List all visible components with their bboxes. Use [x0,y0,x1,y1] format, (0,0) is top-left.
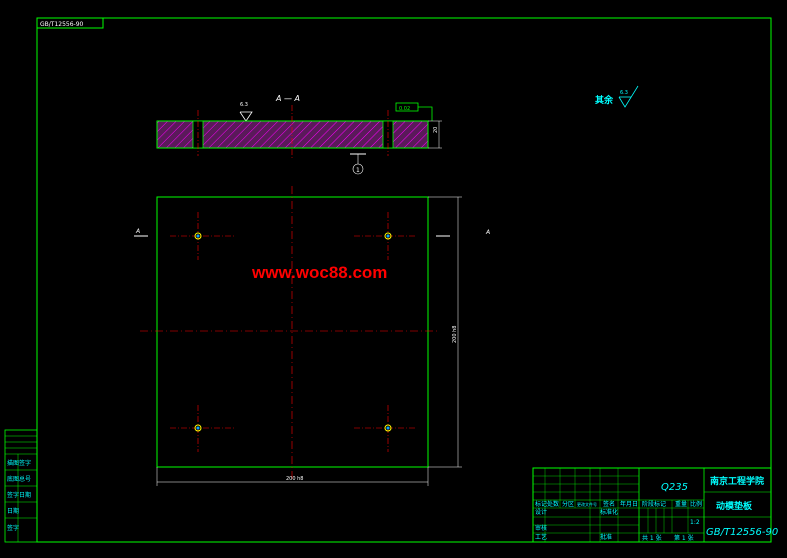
side-stamp-text: 描图签字 [7,459,31,467]
title-row-label: 标记 [535,500,547,508]
title-block: 标记 处数 分区 更改文件号 签名 年月日 设计 标准化 审核 工艺 批准 Q2… [532,467,778,543]
title-row-label: 更改文件号 [577,501,597,507]
surface-finish-top: 6.3 [239,102,253,122]
title-role-std: 标准化 [600,508,618,516]
hole [384,424,392,432]
title-row-label: 签名 [603,500,615,508]
title-role-design: 设计 [535,508,547,516]
hole [194,424,202,432]
section-view: 20 [156,105,442,160]
side-stamp-text: 签字日期 [7,491,31,499]
title-role-review: 审核 [535,524,547,532]
section-marker-right: A [485,229,490,236]
title-row-label: 处数 [547,500,559,508]
title-stage-label: 阶段标记 [642,500,666,508]
surface-finish-note: 其余 6.3 [595,85,639,108]
surface-finish-rest-value: 6.3 [620,90,628,96]
tolerance-frame: 0.02 [395,102,433,121]
datum-label: 1 [356,167,360,174]
title-part-name: 动模垫板 [716,500,753,512]
thickness-dimension: 20 [433,127,439,133]
title-drawing-no: GB/T12556-90 [706,527,778,538]
title-weight-label: 重量 [675,500,687,508]
section-markers: A A [134,228,490,237]
title-scale-label: 比例 [690,500,702,508]
datum-symbol: 1 [350,153,366,175]
title-sheet-total: 共 1 张 [642,534,662,542]
side-stamp-text: 底图总号 [7,475,31,483]
title-sheet-no: 第 1 张 [674,534,694,542]
drawing-border [36,17,772,543]
title-school: 南京工程学院 [710,475,764,487]
title-scale-value: 1:2 [690,519,700,526]
code-tab-text: GB/T12556-90 [40,21,84,28]
title-row-label: 年月日 [620,500,638,508]
side-stamp: 描图签字 底图总号 签字日期 日期 签字 [4,429,38,543]
section-label: A — A [275,94,300,103]
section-marker-left: A [135,228,140,235]
side-stamp-text: 日期 [7,507,19,515]
surface-finish-top-value: 6.3 [240,102,248,108]
watermark: www.woc88.com [251,263,387,282]
hole [194,232,202,240]
code-tab: GB/T12556-90 [36,17,104,29]
width-dimension: 200 h8 [286,476,303,482]
side-stamp-text: 签字 [7,524,19,532]
title-material: Q235 [661,482,688,493]
title-row-label: 分区 [562,500,574,508]
surface-finish-note-text: 其余 [595,94,614,106]
title-role-craft: 工艺 [535,533,547,541]
height-dimension: 200 h8 [452,326,458,343]
title-role-approve: 批准 [600,533,612,541]
plan-view: 200 h8 200 h8 [140,186,462,486]
tolerance-value: 0.02 [399,106,410,112]
hole [384,232,392,240]
